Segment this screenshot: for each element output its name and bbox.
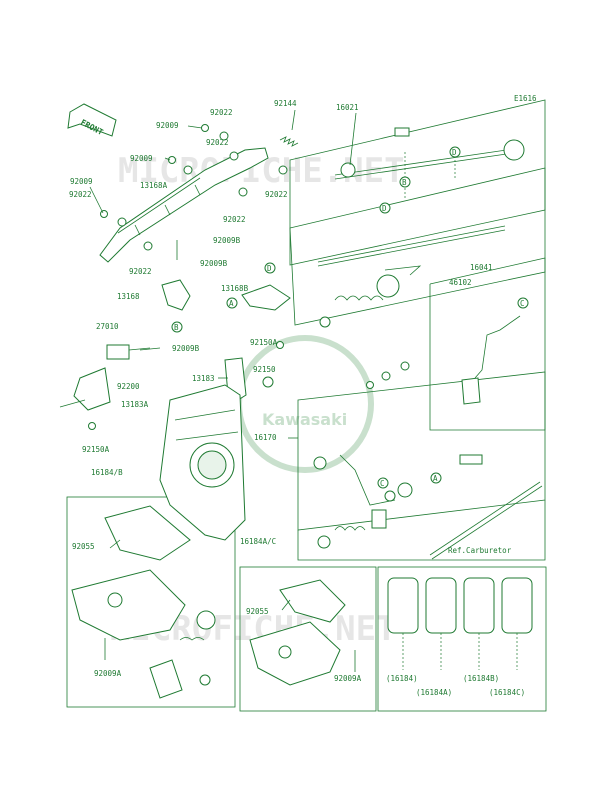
callouts: D B D D A B C C A: [171, 146, 529, 489]
label-13183A: 13183A: [121, 400, 149, 409]
callout-b-2-label: B: [174, 323, 179, 332]
callout-c-1-label: C: [520, 299, 525, 308]
label-13168B: 13168B: [221, 284, 249, 293]
label-92009-a: 92009: [156, 121, 179, 130]
label-16184AC: 16184A/C: [240, 537, 276, 546]
lever-13168: [161, 240, 291, 311]
callout-b-1: [399, 176, 411, 188]
label-92022-c: 92022: [69, 190, 92, 199]
label-16184-paren: (16184): [386, 674, 418, 683]
label-16041: 16041: [470, 263, 493, 272]
label-27010: 27010: [96, 322, 119, 331]
label-16184A-paren: (16184A): [416, 688, 452, 697]
callout-d-3: [264, 262, 276, 274]
callout-a-1: [226, 297, 238, 309]
label-92022-d: 92022: [265, 190, 288, 199]
bracket-13168A: [99, 124, 288, 263]
shaft-16041: [317, 225, 506, 328]
sensor-27010: [73, 344, 151, 430]
callout-d-1: [449, 146, 461, 158]
part-labels: 92144 16021 92022 92009 92022 92009 1316…: [69, 99, 525, 697]
callout-d-2-label: D: [382, 204, 387, 213]
callout-d-1-label: D: [452, 148, 457, 157]
label-92200: 92200: [117, 382, 140, 391]
label-13168A: 13168A: [140, 181, 168, 190]
label-92009B-1: 92009B: [213, 236, 241, 245]
callout-a-2-label: A: [433, 474, 438, 483]
label-13168: 13168: [117, 292, 140, 301]
callout-c-2: [377, 477, 389, 489]
front-arrow: FRONT: [67, 103, 117, 137]
panel-16170: [297, 371, 546, 531]
label-92150A-1: 92150A: [250, 338, 278, 347]
carburetor-body: [159, 384, 246, 541]
panel-gaskets: [377, 566, 547, 712]
callout-b-2: [171, 321, 183, 333]
label-92009B-2: 92009B: [200, 259, 228, 268]
label-92009-c: 92009: [70, 177, 93, 186]
label-92144: 92144: [274, 99, 297, 108]
label-16021: 16021: [336, 103, 359, 112]
label-16184B-paren: (16184B): [463, 674, 499, 683]
callout-a-2: [430, 472, 442, 484]
spring-92144: [279, 136, 299, 147]
label-92009A-1: 92009A: [94, 669, 122, 678]
panel-outlines: [66, 99, 547, 712]
leader-lines: [59, 109, 357, 611]
gaskets-row: [387, 577, 533, 670]
label-92150: 92150: [253, 365, 276, 374]
callout-d-3-label: D: [267, 264, 272, 273]
ref-note: Ref.Carburetor: [448, 546, 512, 555]
label-92009B-3: 92009B: [172, 344, 200, 353]
label-92022-b: 92022: [206, 138, 229, 147]
label-92055-a: 92055: [72, 542, 95, 551]
label-16184C-paren: (16184C): [489, 688, 525, 697]
label-13183: 13183: [192, 374, 215, 383]
diagram-code: E1616: [514, 94, 537, 103]
float-bowl-16184B: [71, 505, 216, 699]
label-16170: 16170: [254, 433, 277, 442]
rod-46102: [461, 315, 521, 405]
callout-b-1-label: B: [402, 178, 407, 187]
label-16184B: 16184/B: [91, 468, 123, 477]
linkage-16170: [313, 361, 543, 560]
callout-c-1: [517, 297, 529, 309]
panel-16184B: [66, 496, 236, 708]
label-92055-b: 92055: [246, 607, 269, 616]
callout-c-2-label: C: [380, 479, 385, 488]
panel-16170-lower: [297, 500, 546, 561]
label-92009A-2: 92009A: [334, 674, 362, 683]
shaft-16021: [334, 127, 525, 200]
float-bowl-16184AC: [249, 579, 356, 686]
label-92150A-2: 92150A: [82, 445, 110, 454]
label-46102: 46102: [449, 278, 472, 287]
callout-d-2: [379, 202, 391, 214]
label-92022-a: 92022: [210, 108, 233, 117]
watermark-logo: Kawasaki: [262, 410, 347, 429]
panel-16184AC: [239, 566, 377, 712]
watermark-logo-ring: [236, 335, 374, 473]
label-92022-f: 92022: [129, 267, 152, 276]
label-92022-e: 92022: [223, 215, 246, 224]
callout-a-1-label: A: [229, 299, 234, 308]
label-92009-b: 92009: [130, 154, 153, 163]
